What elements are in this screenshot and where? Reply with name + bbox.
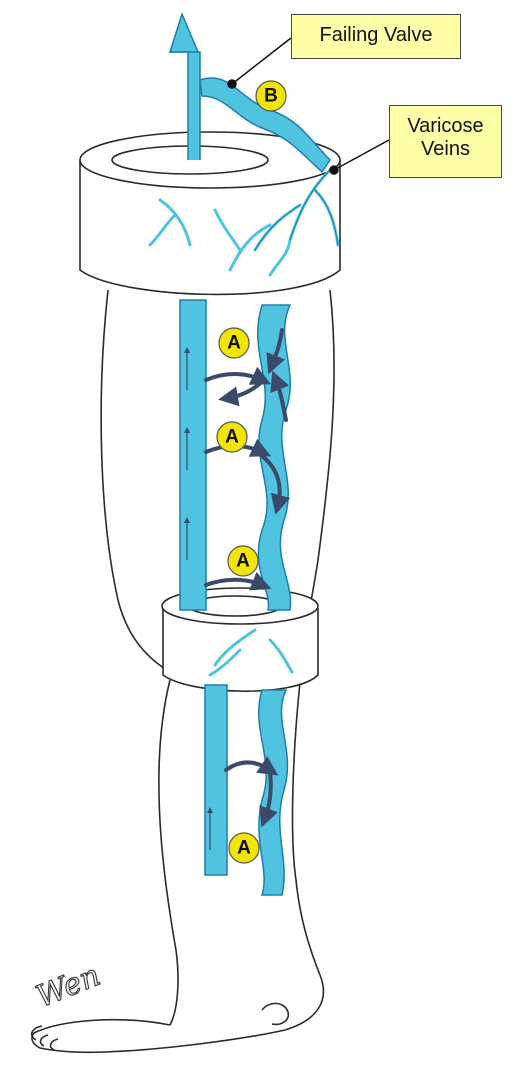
valve-marker-a: A [228, 546, 258, 576]
varicose-veins-callout: Varicose Veins [389, 105, 502, 178]
svg-text:A: A [225, 427, 239, 448]
failing-valve-callout: Failing Valve [291, 14, 461, 59]
svg-text:A: A [227, 333, 241, 354]
valve-marker-a: A [217, 422, 247, 452]
valve-marker-b-label: B [264, 86, 278, 107]
svg-text:A: A [237, 838, 251, 859]
valve-marker-b: B [256, 81, 286, 111]
failing-valve-label: Failing Valve [319, 24, 432, 46]
valve-marker-a: A [219, 328, 249, 358]
valve-marker-a: A [229, 833, 259, 863]
varicose-veins-label-line2: Veins [398, 138, 493, 161]
artist-signature: Wen [31, 958, 105, 1015]
svg-text:A: A [236, 551, 250, 572]
varicose-veins-label-line1: Varicose [398, 115, 493, 138]
